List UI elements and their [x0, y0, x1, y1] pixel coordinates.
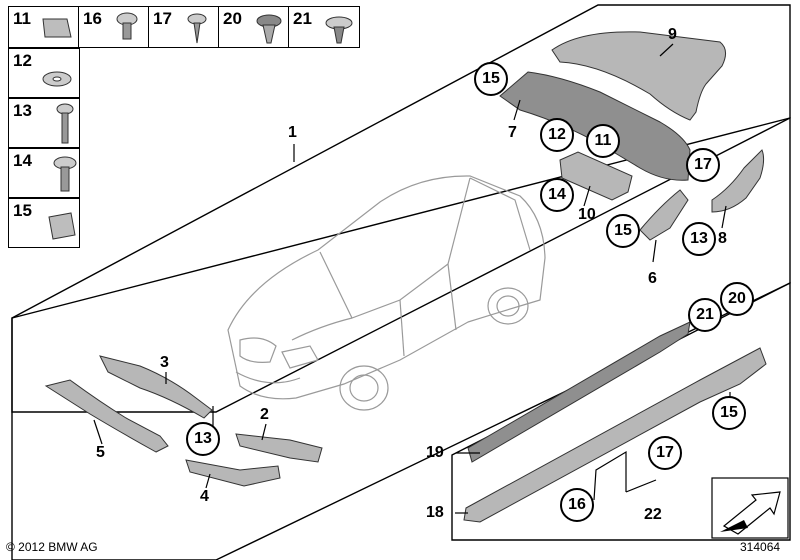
cell-number: 21: [293, 9, 312, 28]
vehicle-outline: [227, 175, 546, 411]
plastic-rivet-icon: [325, 16, 353, 44]
rear-bracket-6: [639, 189, 689, 241]
label-5: 5: [96, 444, 105, 461]
cell-number: 17: [153, 9, 172, 28]
callout-15-mid: 15: [606, 214, 640, 248]
label-8: 8: [718, 230, 727, 247]
cell-number: 16: [83, 9, 102, 28]
hardware-cell-13: 13: [8, 98, 80, 148]
label-9: 9: [668, 26, 677, 43]
spring-nut-icon: [48, 212, 76, 240]
label-10: 10: [578, 206, 596, 223]
leader-lines: [93, 43, 731, 514]
hardware-cell-20: 20: [218, 6, 290, 48]
callout-11: 11: [586, 124, 620, 158]
hardware-cell-21: 21: [288, 6, 360, 48]
bolt-icon: [56, 103, 74, 144]
copyright-text: © 2012 BMW AG: [6, 540, 98, 554]
callout-13-right: 13: [682, 222, 716, 256]
hardware-cell-12: 12: [8, 48, 80, 98]
diagram-number: 314064: [740, 540, 781, 554]
callout-15-top: 15: [474, 62, 508, 96]
callout-20: 20: [720, 282, 754, 316]
flange-bolt-icon: [53, 156, 77, 192]
cell-number: 13: [13, 101, 32, 120]
label-7: 7: [508, 124, 517, 141]
cell-number: 11: [13, 9, 31, 28]
callout-17-top: 17: [686, 148, 720, 182]
front-lip-4: [185, 459, 281, 487]
direction-arrow-icon: [711, 477, 789, 539]
expanding-rivet-icon: [256, 14, 282, 44]
side-skirt-18: [463, 347, 767, 523]
cell-number: 14: [13, 151, 32, 170]
screw-icon: [187, 13, 207, 44]
callout-16: 16: [560, 488, 594, 522]
cell-number: 12: [13, 51, 32, 70]
washer-icon: [42, 71, 72, 87]
callout-12: 12: [540, 118, 574, 152]
hardware-cell-14: 14: [8, 148, 80, 198]
label-2: 2: [260, 406, 269, 423]
rear-bumper-trim-9: [551, 31, 726, 121]
callout-13-front: 13: [186, 422, 220, 456]
rear-side-panel-8: [711, 149, 765, 213]
label-19: 19: [426, 444, 444, 461]
label-4: 4: [200, 488, 209, 505]
callout-15-bottom: 15: [712, 396, 746, 430]
label-18: 18: [426, 504, 444, 521]
callout-14: 14: [540, 178, 574, 212]
cell-number: 15: [13, 201, 32, 220]
hardware-cell-16: 16: [78, 6, 150, 48]
label-22: 22: [644, 506, 662, 523]
rivet-icon: [116, 12, 138, 40]
hardware-cell-11: 11: [8, 6, 80, 48]
callout-21: 21: [688, 298, 722, 332]
hardware-cell-17: 17: [148, 6, 220, 48]
front-trim-2: [235, 433, 323, 463]
cell-number: 20: [223, 9, 242, 28]
callout-17-bottom: 17: [648, 436, 682, 470]
hardware-cell-15: 15: [8, 198, 80, 248]
front-spoiler-5: [44, 379, 169, 453]
side-skirt-inner-19: [467, 321, 691, 463]
front-bracket-3: [99, 355, 213, 419]
clip-nut-icon: [42, 18, 72, 38]
label-3: 3: [160, 354, 169, 371]
label-6: 6: [648, 270, 657, 287]
label-1: 1: [288, 124, 297, 141]
